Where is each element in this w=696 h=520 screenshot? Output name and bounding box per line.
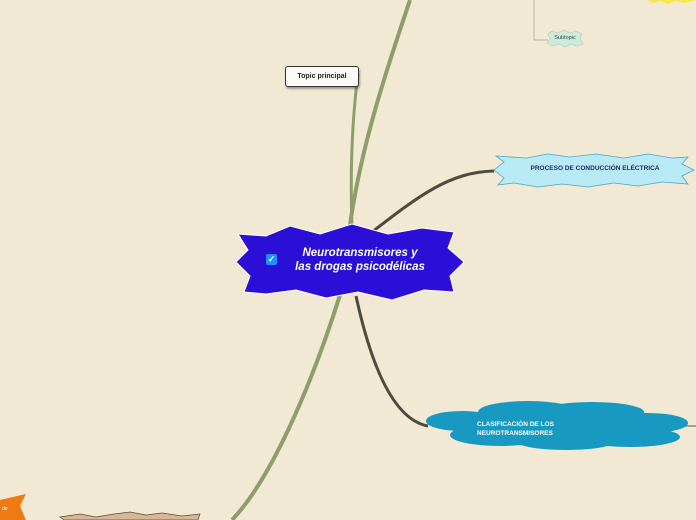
proceso-shape[interactable] — [493, 153, 695, 188]
orange-topic-label: de — [2, 506, 8, 512]
central-topic-label: Neurotransmisores y las drogas psicodéli… — [280, 246, 440, 274]
clasificacion-shape[interactable] — [426, 401, 688, 450]
clasificacion-label: CLASIFICACIÓN DE LOS NEUROTRANSMISORES — [477, 420, 597, 438]
branch-to-clasificacion — [354, 295, 429, 428]
tan-topic-shape[interactable] — [59, 511, 201, 520]
subtopic-connector — [533, 0, 548, 41]
orange-topic-shape[interactable] — [0, 494, 26, 520]
central-topic-shape[interactable] — [235, 223, 465, 301]
topic-principal-label: Topic principal — [297, 73, 347, 80]
branch-to-top — [348, 0, 412, 226]
central-topic-line2: las drogas psicodélicas — [295, 261, 425, 273]
branch-to-topic-principal — [349, 73, 360, 229]
subtopic-shape[interactable] — [546, 29, 584, 48]
clasificacion-line1: CLASIFICACIÓN DE LOS — [477, 421, 554, 428]
yellow-topic-shape[interactable] — [648, 0, 696, 4]
proceso-label: PROCESO DE CONDUCCIÓN ELÉCTRICA — [530, 165, 660, 172]
branch-to-proceso — [371, 169, 495, 234]
clasificacion-line2: NEUROTRANSMISORES — [477, 430, 553, 437]
central-topic-line1: Neurotransmisores y — [302, 247, 418, 259]
topic-principal-node[interactable]: Topic principal — [285, 66, 359, 87]
subtopic-label: Subtopic — [554, 35, 576, 41]
branch-to-bottom — [230, 294, 342, 520]
checkbox-icon[interactable]: ✓ — [266, 254, 277, 265]
